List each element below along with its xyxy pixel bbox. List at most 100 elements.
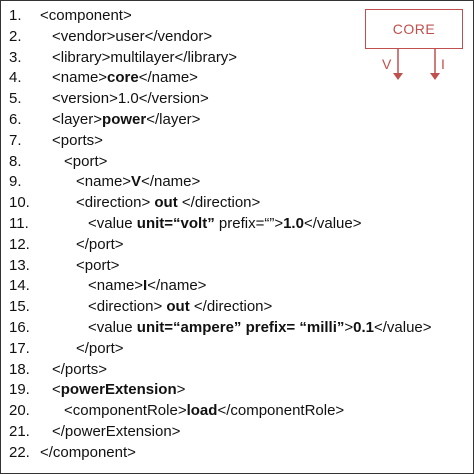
code-line: 11. <value unit=“volt” prefix=“”>1.0</val…	[1, 214, 473, 235]
line-code: <vendor>user</vendor>	[52, 27, 212, 48]
code-text: <port>	[76, 256, 120, 274]
code-text: <component>	[40, 7, 132, 24]
code-line: 5. <version>1.0</version>	[1, 89, 473, 110]
line-number: 1.	[9, 7, 22, 24]
line-code: <port>	[64, 152, 107, 173]
line-code: <value unit=“ampere” prefix= “milli”>0.1…	[88, 318, 432, 339]
code-text: <port>	[64, 152, 108, 170]
line-code: <direction> out </direction>	[88, 297, 272, 318]
code-text: </port>	[76, 339, 124, 357]
pin-v-arrow	[393, 49, 403, 80]
core-block: CORE	[365, 9, 463, 49]
code-line: 7.<ports>	[1, 131, 473, 152]
code-text: prefix=“”>	[214, 214, 284, 232]
line-code: <component>	[40, 6, 132, 27]
pin-arrows	[393, 49, 440, 80]
line-number: 20.	[9, 402, 30, 420]
line-number: 4.	[9, 69, 22, 87]
line-code: <name>I</name>	[88, 276, 206, 297]
code-text: <vendor>user</vendor>	[52, 27, 213, 45]
line-number: 13.	[9, 256, 30, 274]
line-code: </port>	[76, 339, 124, 360]
code-line: 1. <component>	[1, 6, 473, 27]
line-number: 10.	[9, 194, 30, 212]
line-code: <layer>power</layer>	[52, 110, 200, 131]
code-text: <library>multilayer</library>	[52, 48, 238, 66]
code-text: </value>	[373, 318, 432, 336]
code-line: 16. <value unit=“ampere” prefix= “milli”>…	[1, 318, 473, 339]
line-code: </port>	[76, 235, 124, 256]
code-line: 20. <componentRole>load</componentRole>	[1, 401, 473, 422]
line-number: 22.	[9, 443, 30, 461]
line-number: 17.	[9, 339, 30, 357]
code-emphasis: core	[107, 69, 139, 87]
code-text: </name>	[141, 173, 201, 191]
code-line: 18.</ports>	[1, 360, 473, 381]
code-text: </layer>	[146, 110, 201, 128]
code-text: <name>	[52, 69, 108, 87]
code-text: </component>	[40, 443, 136, 461]
code-line: 22. </component>	[1, 443, 473, 464]
code-text: </name>	[138, 69, 198, 87]
code-line: 17. </port>	[1, 339, 473, 360]
code-line: 12. </port>	[1, 235, 473, 256]
line-code: <ports>	[52, 131, 103, 152]
code-line: 2. <vendor>user</vendor>	[1, 27, 473, 48]
line-code: <port>	[76, 256, 119, 277]
line-code: <library>multilayer</library>	[52, 48, 237, 69]
code-emphasis: unit=“volt”	[136, 214, 215, 232]
line-number: 3.	[9, 48, 22, 66]
code-text: <name>	[76, 173, 132, 191]
code-emphasis: powerExtension	[60, 381, 177, 399]
code-emphasis: 1.0	[283, 214, 304, 232]
line-code: <componentRole>load</componentRole>	[64, 401, 344, 422]
code-emphasis: out	[166, 298, 190, 316]
code-listing: 1.<component>2.<vendor>user</vendor>3.<l…	[1, 6, 473, 464]
code-text: <value	[88, 214, 137, 232]
line-number: 5.	[9, 90, 22, 108]
code-line: 19.<powerExtension>	[1, 380, 473, 401]
line-number: 9.	[9, 173, 22, 191]
code-text: <value	[88, 318, 137, 336]
code-text: <	[52, 381, 61, 399]
code-text: </direction>	[177, 194, 261, 212]
line-code: <name>core</name>	[52, 68, 198, 89]
code-text: </ports>	[52, 360, 108, 378]
line-number: 2.	[9, 27, 22, 45]
code-text: </name>	[147, 277, 207, 295]
pin-i-arrow	[430, 49, 440, 80]
line-code: </component>	[40, 443, 136, 464]
code-text: <layer>	[52, 110, 103, 128]
line-number: 16.	[9, 318, 30, 336]
code-line: 13. <port>	[1, 256, 473, 277]
line-number: 11.	[9, 214, 29, 232]
code-line: 6. <layer>power</layer>	[1, 110, 473, 131]
code-text: >	[344, 318, 354, 336]
code-text: <direction>	[76, 194, 155, 212]
core-block-label: CORE	[392, 21, 436, 37]
code-text: <name>	[88, 277, 144, 295]
line-number: 21.	[9, 422, 30, 440]
code-emphasis: out	[154, 194, 178, 212]
line-code: <name>V</name>	[76, 172, 200, 193]
code-text: <direction>	[88, 298, 167, 316]
pin-v-label: V	[382, 56, 392, 72]
line-code: </powerExtension>	[52, 422, 180, 443]
code-line: 21. </powerExtension>	[1, 422, 473, 443]
code-emphasis: load	[186, 402, 218, 420]
line-code: </ports>	[52, 360, 107, 381]
pin-i-label: I	[441, 56, 445, 72]
line-number: 6.	[9, 110, 22, 128]
line-code: <version>1.0</version>	[52, 89, 209, 110]
line-number: 19.	[9, 381, 30, 399]
line-number: 8.	[9, 152, 22, 170]
code-text: <ports>	[52, 131, 103, 149]
code-text: </componentRole>	[217, 402, 345, 420]
code-emphasis: power	[102, 110, 147, 128]
code-text: </value>	[303, 214, 362, 232]
code-emphasis: 0.1	[353, 318, 374, 336]
code-line: 9. <name>V</name>	[1, 172, 473, 193]
line-number: 12.	[9, 235, 30, 253]
line-number: 14.	[9, 277, 30, 295]
